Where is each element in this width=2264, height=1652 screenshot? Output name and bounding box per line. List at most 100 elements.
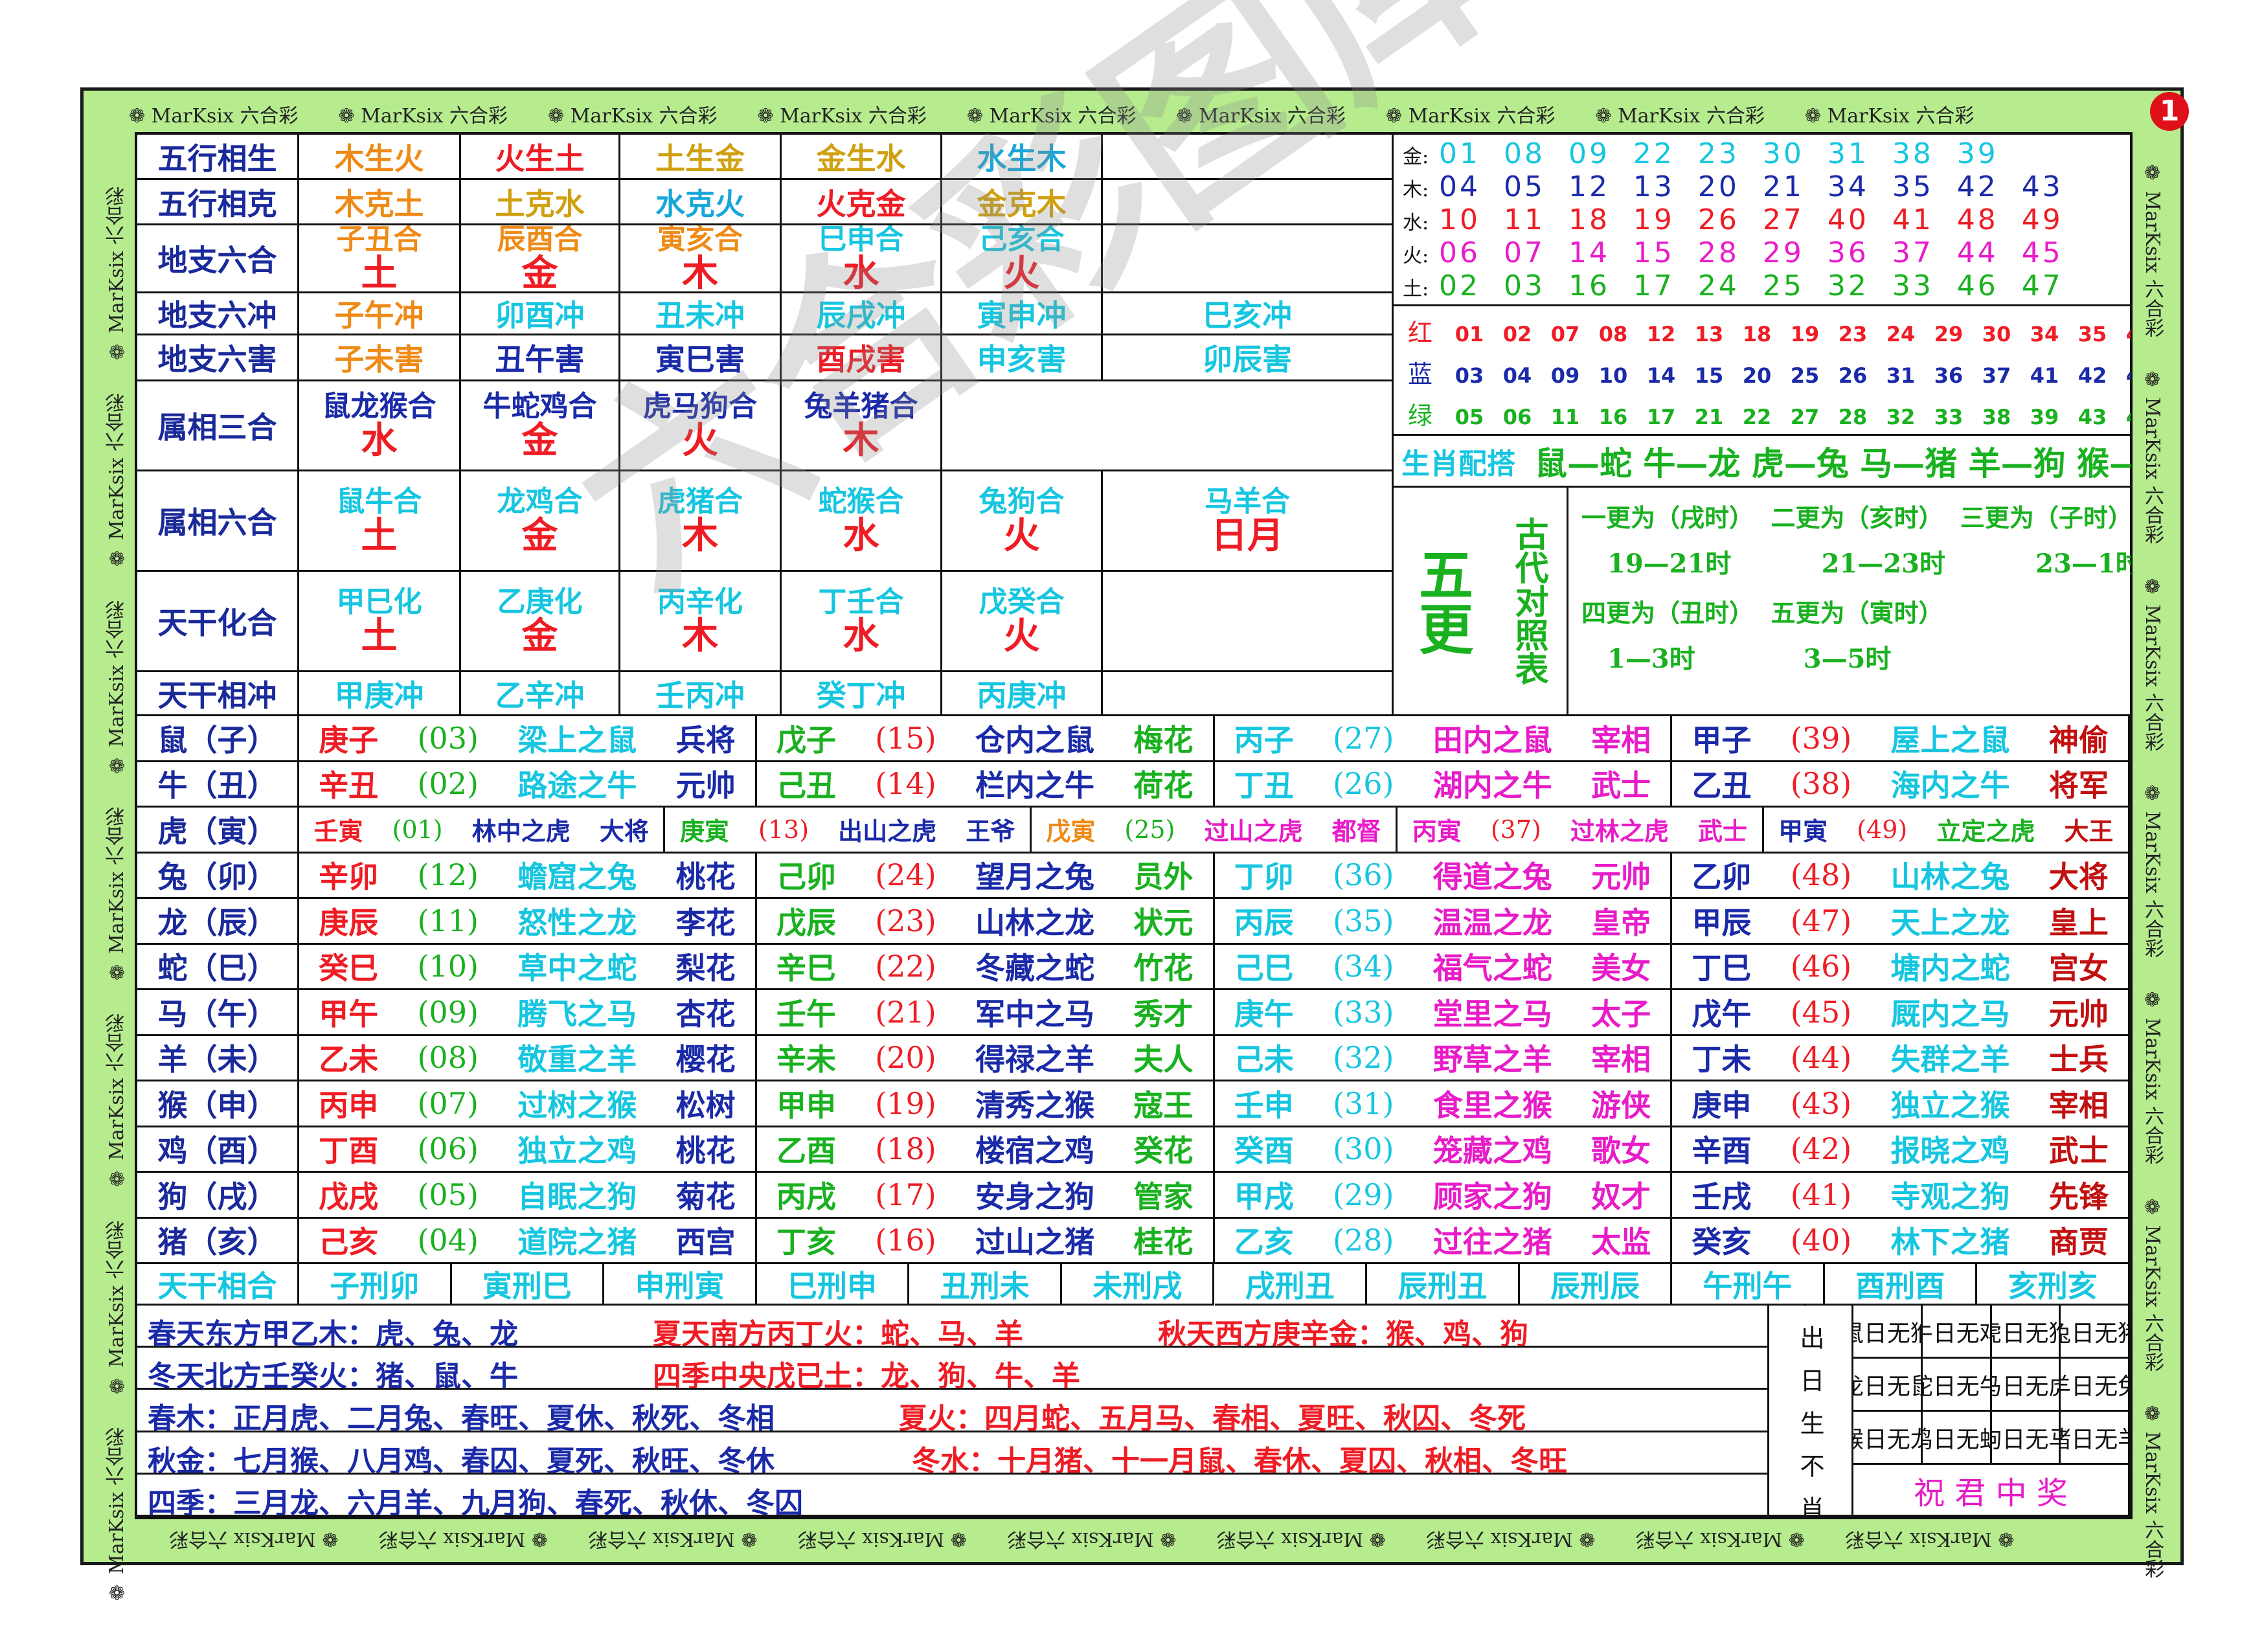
- sheng-cell: 水生木: [942, 135, 1103, 180]
- huahe-cell: 戊癸合火: [942, 572, 1103, 672]
- nayin-group: 丙寅(37)过林之虎武士: [1398, 808, 1764, 854]
- zhichu-cell: 猪日无羊: [2061, 1412, 2130, 1465]
- nayin-name: 厩内之马: [1890, 996, 2010, 1032]
- nayin-group: 丙子(27)田内之鼠宰相: [1214, 716, 1673, 762]
- nayin-name: 得道之兔: [1432, 859, 1552, 895]
- wave-number: 37: [1982, 363, 2011, 388]
- nayin-name: 顾家之狗: [1432, 1179, 1552, 1214]
- nayin-name: 望月之兔: [975, 859, 1094, 895]
- number: (33): [1332, 994, 1394, 1030]
- nayin-name: 过山之虎: [1204, 817, 1303, 846]
- liuhe6-cell: 马羊合日月: [1103, 471, 1394, 572]
- number: (28): [1332, 1223, 1394, 1258]
- number: (26): [1332, 766, 1394, 802]
- nayin-group: 壬申(31)食里之猴游侠: [1214, 1081, 1673, 1127]
- cell-top: 巳申合: [818, 225, 904, 256]
- nayin-name: 腾飞之马: [517, 996, 637, 1032]
- wave-number: 35: [2077, 322, 2107, 346]
- wave-number: 15: [1694, 363, 1724, 388]
- season-text: 四季：三月龙、六月羊、九月狗、春死、秋休、冬囚: [148, 1486, 803, 1517]
- wave-number: 30: [1982, 322, 2011, 346]
- title: 都督: [1331, 817, 1381, 846]
- season-text: 四季中央戊已土：龙、狗、牛、羊: [653, 1360, 1080, 1390]
- xing-cell: 戌刑丑: [1214, 1264, 1368, 1306]
- border-brand-text: ❁ MarKsix 六合彩: [1216, 1528, 1386, 1550]
- wugeng-line: 四更为（丑时） 五更为（寅时）: [1581, 598, 1943, 628]
- cell-top: 寅亥合: [657, 225, 743, 256]
- color-wave-block: 红0102070812131819232429303435404546蓝0304…: [1394, 306, 2133, 436]
- sheng-cell: 火生土: [461, 135, 620, 180]
- wave-number: 11: [1550, 405, 1580, 429]
- cell-top: 虎猪合: [657, 484, 743, 518]
- hai-cell: 卯辰害: [1103, 335, 1394, 381]
- ganzhi: 丁卯: [1234, 859, 1294, 895]
- ganzhi: 癸酉: [1234, 1133, 1294, 1169]
- nayin-name: 自眠之狗: [517, 1179, 637, 1214]
- element-label: 金:: [1403, 146, 1429, 168]
- nayin-name: 山林之兔: [1890, 859, 2010, 895]
- nayin-name: 道院之猪: [517, 1225, 637, 1260]
- wave-number: 04: [1502, 363, 1532, 388]
- title: 大将: [599, 817, 649, 846]
- number: (30): [1332, 1131, 1394, 1167]
- nayin-name: 过往之猪: [1432, 1225, 1552, 1260]
- number: (09): [417, 994, 479, 1030]
- ke-cell: 金克木: [942, 180, 1103, 225]
- wugeng-text: 一更为（戌时） 二更为（亥时） 三更为（子时）19—21时 21—23时 23—…: [1568, 488, 2133, 716]
- liuhe6-cell: 鼠牛合土: [299, 471, 461, 572]
- wave-number: 02: [1502, 322, 1532, 346]
- cell-element: 水: [843, 614, 879, 657]
- zhichu-cell: 狗日无马: [1991, 1412, 2061, 1465]
- zodiac-branch-label: 猴（申）: [137, 1081, 299, 1127]
- ganzhi: 己亥: [319, 1225, 379, 1260]
- zodiac-branch-label: 牛（丑）: [137, 762, 299, 808]
- ganzhi: 乙酉: [776, 1133, 836, 1169]
- ganzhi: 甲午: [319, 996, 379, 1032]
- nayin-name: 安身之狗: [975, 1179, 1094, 1214]
- zhichu-cell: 兔日无猪: [2061, 1306, 2130, 1359]
- nayin-name: 林中之虎: [471, 817, 571, 846]
- cell-element: 金: [521, 614, 558, 657]
- main-table: 五行相生木生火火生土土生金金生水水生木五行相克木克土土克水水克火火克金金克木地支…: [135, 132, 2133, 1519]
- element-label: 土:: [1403, 278, 1429, 300]
- zhichu-cell: 羊日无兔: [2061, 1359, 2130, 1412]
- xing-cell: 酉刑酉: [1824, 1264, 1978, 1306]
- nayin-group: 己巳(34)福气之蛇美女: [1214, 944, 1673, 990]
- border-brand-text: ❁ MarKsix 六合彩: [2141, 1403, 2164, 1579]
- title: 士兵: [2048, 1042, 2109, 1078]
- ganzhi: 戊戌: [319, 1179, 379, 1214]
- wave-number: 10: [1598, 363, 1628, 388]
- number: (17): [875, 1177, 936, 1212]
- sanhe-cell: 虎马狗合火: [620, 381, 782, 471]
- xing-cell: 寅刑巳: [451, 1264, 605, 1306]
- nayin-name: 失群之羊: [1890, 1042, 2010, 1078]
- ganzhi: 丙寅: [1412, 817, 1462, 846]
- number: (01): [392, 815, 443, 844]
- number: (47): [1790, 903, 1852, 938]
- zodiac-branch-label: 蛇（巳）: [137, 944, 299, 990]
- sheng-cell: 金生水: [782, 135, 942, 180]
- cell-top: 己亥合: [979, 225, 1065, 256]
- nayin-name: 过林之虎: [1570, 817, 1669, 846]
- number-list: 01 08 09 22 23 30 31 38 39: [1439, 137, 1998, 170]
- liuhe-cell: 己亥合火: [942, 225, 1103, 293]
- nayin-name: 屋上之鼠: [1890, 722, 2010, 758]
- nayin-group: 乙卯(48)山林之兔大将: [1672, 853, 2130, 899]
- cell-element: 水: [843, 514, 879, 557]
- ganzhi: 甲戌: [1234, 1179, 1294, 1214]
- number: (20): [875, 1040, 936, 1076]
- nayin-name: 食里之猴: [1432, 1087, 1552, 1123]
- ganzhi: 庚申: [1692, 1087, 1752, 1123]
- empty-cell: [942, 381, 1394, 471]
- season-text: 夏天南方丙丁火：蛇、马、羊: [653, 1318, 1023, 1348]
- wave-number: 34: [2030, 322, 2059, 346]
- cell-top: 蛇猴合: [818, 484, 904, 518]
- row-label: 五行相生: [137, 135, 299, 180]
- nayin-group: 癸亥(40)林下之猪商贾: [1672, 1218, 2130, 1264]
- hai-cell: 寅巳害: [620, 335, 782, 381]
- nayin-name: 海内之牛: [1890, 768, 2010, 804]
- cell-top: 戊癸合: [979, 585, 1065, 618]
- border-brand-text: ❁ MarKsix 六合彩: [129, 105, 299, 128]
- nayin-name: 立定之虎: [1936, 817, 2035, 846]
- border-brand-text: ❁ MarKsix 六合彩: [1804, 105, 1975, 128]
